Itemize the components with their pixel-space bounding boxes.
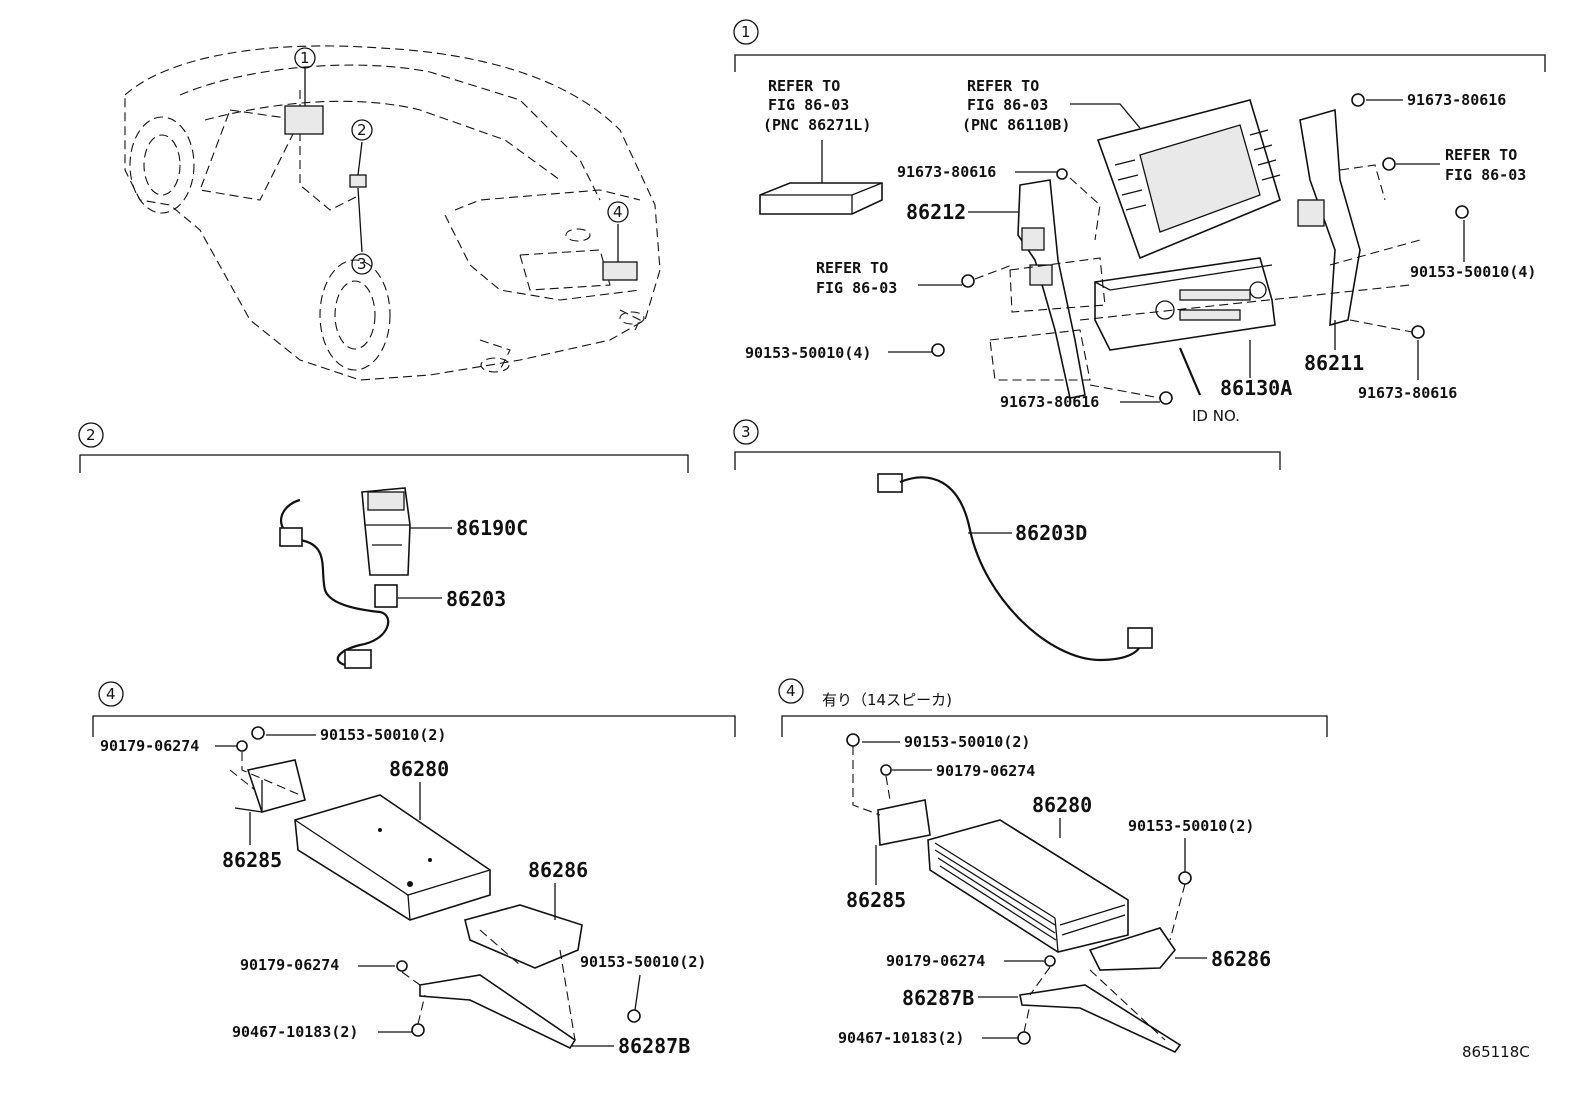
car-overview-illustration: 1 2 3 4: [124, 45, 661, 381]
bracket-86286-14sp-icon: [1088, 927, 1177, 971]
s1-bolt-91673-a: 91673-80616: [897, 163, 996, 181]
s4b-nut-90179-a: 90179-06274: [936, 762, 1035, 780]
s1-bolt-90153-a: 90153-50010(4): [1410, 263, 1536, 281]
s1-refer-1-line1: REFER TO: [768, 77, 840, 95]
bracket-86286-icon: [464, 904, 583, 969]
s4b-nut-90179-b: 90179-06274: [886, 952, 985, 970]
section-1-head-unit: 1 REFER TO FIG 86-03 (PNC 86271L) REFER …: [733, 19, 1546, 425]
section-2-switch: 2 86190C 86203: [78, 422, 689, 669]
s4b-part-86285: 86285: [846, 888, 906, 912]
cable-86203D-icon: [899, 476, 1142, 662]
s1-id-number: ID NO.: [1192, 407, 1240, 425]
s1-refer-1-line3: (PNC 86271L): [763, 116, 871, 134]
amplifier-86280-14sp-icon: [927, 819, 1129, 953]
s4a-part-86285: 86285: [222, 848, 282, 872]
s1-refer-3-line2: FIG 86-03: [816, 279, 897, 297]
s4b-bolt-90153-b: 90153-50010(2): [1128, 817, 1254, 835]
section-3-number: 3: [741, 423, 751, 441]
s1-bolt-91673-c: 91673-80616: [1358, 384, 1457, 402]
bracket-86285-icon: [246, 759, 306, 813]
section-2-number: 2: [86, 426, 96, 444]
s1-bolt-90153-b: 90153-50010(4): [745, 344, 871, 362]
s4b-part-86287B: 86287B: [902, 986, 974, 1010]
s1-bolt-91673-d: 91673-80616: [1000, 393, 1099, 411]
s4a-part-86287B: 86287B: [618, 1034, 690, 1058]
section-4b-note: 有り（14スピーカ): [822, 691, 952, 709]
s3-part-86203D: 86203D: [1015, 521, 1087, 545]
left-bracket-icon: [1017, 179, 1086, 399]
s4a-part-86280: 86280: [389, 757, 449, 781]
section-4-amplifier-std: 4 90179-06274 90153-50010(2) 86280 86285…: [92, 681, 736, 1058]
s1-refer-2-line2: FIG 86-03: [967, 96, 1048, 114]
car-callout-4: 4: [613, 203, 623, 221]
section-1-number: 1: [741, 23, 751, 41]
s4a-part-86286: 86286: [528, 858, 588, 882]
figure-id: 865118C: [1462, 1043, 1530, 1061]
s4a-nut-90179-a: 90179-06274: [100, 737, 199, 755]
car-callout-2: 2: [357, 121, 367, 139]
s1-refer-2-line1: REFER TO: [967, 77, 1039, 95]
s1-refer-4-line1: REFER TO: [1445, 146, 1517, 164]
s4a-clip-90467: 90467-10183(2): [232, 1023, 358, 1041]
s1-part-86211: 86211: [1304, 351, 1364, 375]
s4a-bolt-90153-b: 90153-50010(2): [580, 953, 706, 971]
s4b-part-86286: 86286: [1211, 947, 1271, 971]
amplifier-86280-icon: [294, 794, 491, 921]
s1-refer-3-line1: REFER TO: [816, 259, 888, 277]
section-4-amplifier-14-speaker: 4 有り（14スピーカ) 90153-50010(2) 90179-06274 …: [778, 678, 1328, 1054]
s4a-nut-90179-b: 90179-06274: [240, 956, 339, 974]
navigation-ecu-icon: [759, 182, 883, 215]
s1-refer-1-line2: FIG 86-03: [768, 96, 849, 114]
s1-refer-2-line3: (PNC 86110B): [962, 116, 1070, 134]
radio-receiver-icon: [1094, 257, 1276, 351]
s2-part-86190C: 86190C: [456, 516, 528, 540]
s1-part-86130A: 86130A: [1220, 376, 1292, 400]
s4a-bolt-90153-a: 90153-50010(2): [320, 726, 446, 744]
bracket-86287B-14sp-icon: [1019, 984, 1182, 1054]
s1-bolt-91673-b: 91673-80616: [1407, 91, 1506, 109]
s1-part-86212: 86212: [906, 200, 966, 224]
section-3-cable: 3 86203D: [733, 419, 1281, 662]
s4b-part-86280: 86280: [1032, 793, 1092, 817]
car-callout-3: 3: [357, 255, 367, 273]
s1-refer-4-line2: FIG 86-03: [1445, 166, 1526, 184]
section-4b-number: 4: [786, 682, 796, 700]
s4b-bolt-90153-a: 90153-50010(2): [904, 733, 1030, 751]
section-4a-number: 4: [106, 685, 116, 703]
s4b-clip-90467: 90467-10183(2): [838, 1029, 964, 1047]
bracket-86287B-icon: [419, 974, 577, 1050]
car-callout-1: 1: [300, 49, 310, 67]
s2-part-86203: 86203: [446, 587, 506, 611]
bracket-86285-14sp-icon: [877, 799, 931, 846]
